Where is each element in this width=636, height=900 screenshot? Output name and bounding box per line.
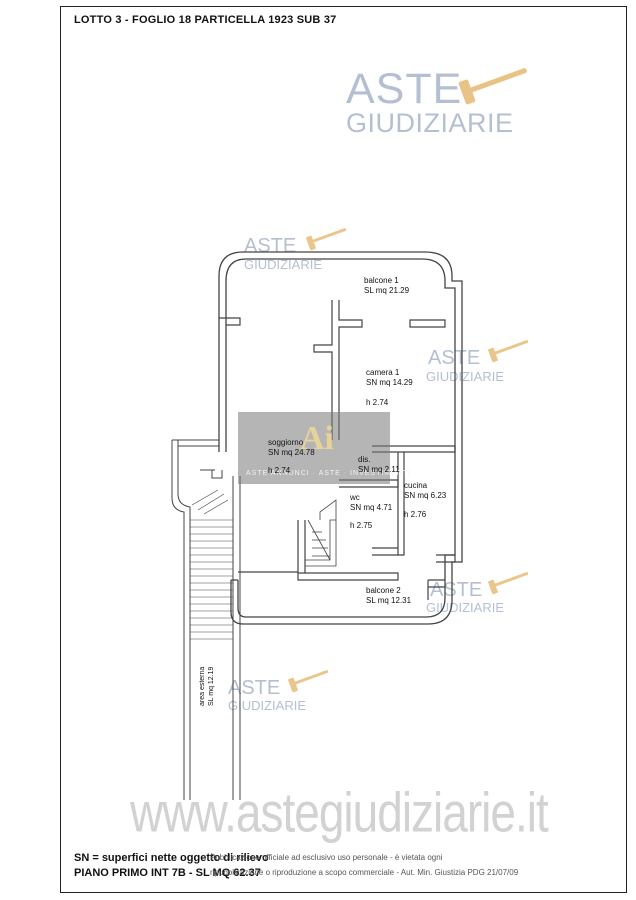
watermark-small-top: ASTE [228, 677, 281, 699]
watermark-small-top: ASTE [428, 347, 481, 369]
room-cucina: cucina SN mq 6.23 [404, 481, 446, 501]
publication-notice: Pubblicazione ufficiale ad esclusivo uso… [210, 853, 443, 862]
watermark-small-top: ASTE [430, 579, 483, 601]
room-camera1: camera 1 SN mq 14.29 [366, 368, 413, 388]
room-wc: wc SN mq 4.71 [350, 493, 392, 513]
room-area: SN mq 24.78 [268, 448, 315, 457]
watermark-small-bottom: GIUDIZIARIE [426, 600, 505, 615]
outer-walls [218, 251, 463, 625]
gavel-icon [306, 228, 347, 251]
logo-overlay [238, 412, 390, 484]
room-area: SN mq 2.11 [358, 465, 400, 474]
gavel-icon [288, 670, 329, 693]
watermark-url: www.astegiudiziarie.it [130, 781, 549, 844]
watermark-small-bottom: GIUDIZIARIE [244, 257, 323, 272]
room-area: SN mq 6.23 [404, 491, 447, 500]
watermark-small-bottom: GIUDIZIARIE [228, 698, 307, 713]
room-area: SL mq 21.29 [364, 286, 410, 295]
sheet-frame [60, 6, 627, 893]
gavel-icon [458, 68, 527, 105]
gavel-icon [488, 572, 529, 595]
external-stairs [171, 439, 241, 800]
room-name: balcone 2 [366, 586, 401, 595]
watermark-small-bottom: GIUDIZIARIE [426, 369, 505, 384]
interior-walls [219, 300, 456, 600]
room-name: soggiorno [268, 438, 304, 447]
room-dis: dis. SN mq 2.11 [358, 455, 400, 475]
room-area: SL mq 12.19 [208, 666, 215, 706]
room-area: SN mq 4.71 [350, 503, 393, 512]
room-balcone2: balcone 2 SL mq 12.31 [366, 586, 411, 606]
room-soggiorno: soggiorno SN mq 24.78 [268, 438, 315, 458]
watermark-small-top: ASTE [244, 235, 297, 257]
room-name: dis. [358, 455, 371, 464]
room-area: SN mq 14.29 [366, 378, 413, 387]
room-soggiorno-height: h 2.74 [268, 466, 291, 475]
watermark-brand-top: ASTE [346, 65, 463, 113]
sheet-title: LOTTO 3 - FOGLIO 18 PARTICELLA 1923 SUB … [74, 14, 337, 26]
legend-sn: SN = superfici nette oggetto di rilievo [74, 852, 269, 864]
logo-caption: ASTE ANNUNCI · ASTE · INVESTIMENTI [246, 470, 412, 477]
logo-letters: Ai [300, 420, 334, 457]
stair-treads [190, 489, 233, 640]
room-area-esterna: area esterna SL mq 12.19 [198, 667, 216, 706]
watermark-brand-bottom: GIUDIZIARIE [346, 108, 514, 138]
publication-notice: ripubblicazione o riproduzione a scopo c… [210, 868, 519, 877]
room-name: balcone 1 [364, 276, 399, 285]
inner-staircase [305, 499, 337, 567]
room-name: area esterna [199, 666, 206, 706]
room-camera1-height: h 2.74 [366, 398, 389, 407]
room-cucina-height: h 2.76 [404, 510, 427, 519]
legend-floor: PIANO PRIMO INT 7B - SL MQ 62.37 [74, 867, 261, 879]
room-area: SL mq 12.31 [366, 596, 412, 605]
gavel-icon [488, 340, 529, 363]
room-name: wc [350, 493, 360, 502]
room-wc-height: h 2.75 [350, 521, 373, 530]
room-name: camera 1 [366, 368, 400, 377]
room-name: cucina [404, 481, 428, 490]
room-balcone1: balcone 1 SL mq 21.29 [364, 276, 409, 296]
